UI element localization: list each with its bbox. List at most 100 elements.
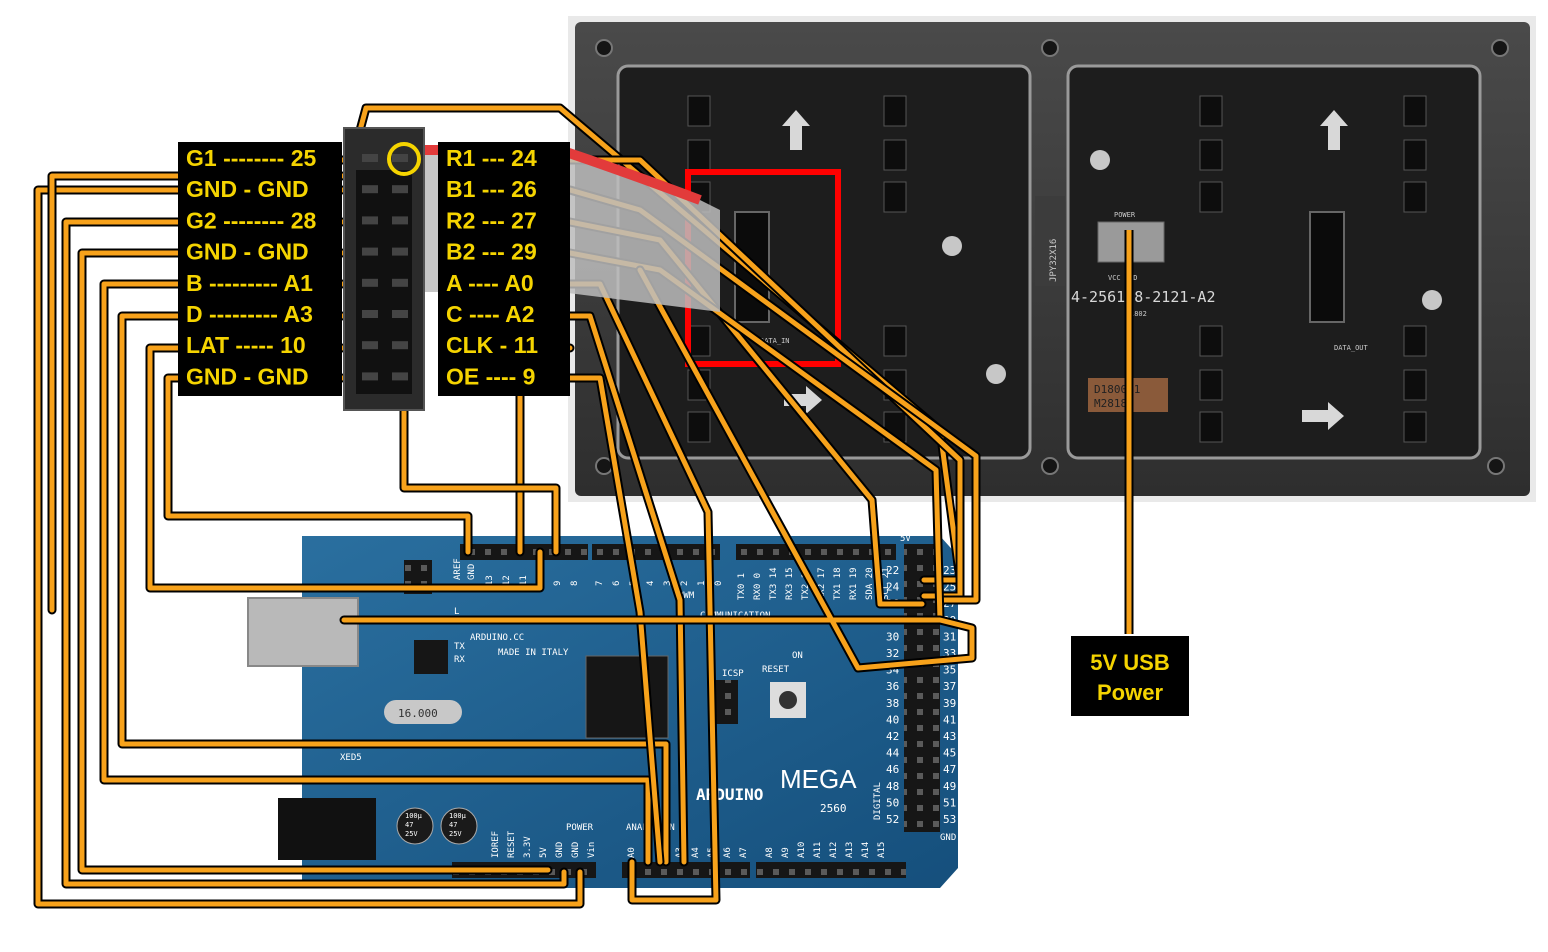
data-out-connector (1309, 211, 1345, 323)
right-pin-label: A ---- A0 (446, 270, 534, 296)
analog-pin-label: A14 (861, 842, 871, 858)
left-pin-label: GND - GND (186, 239, 309, 265)
digital-pin-label: 0 (714, 581, 724, 586)
comm-pin-label: RX2 17 (817, 567, 827, 600)
header-pin-label: 22 (886, 564, 899, 577)
usb-b-jack (247, 597, 359, 667)
connector-pin (392, 310, 408, 318)
right-pin-label: R1 --- 24 (446, 145, 537, 171)
panel-center-strip (1035, 196, 1065, 286)
connector-pin (362, 154, 378, 162)
header-pin-label: 35 (943, 664, 956, 677)
left-pin-label: GND - GND (186, 176, 309, 202)
power-pin-label: GND (555, 842, 565, 858)
arrow-up-icon (1320, 110, 1348, 150)
panel-window-right (1066, 64, 1482, 460)
capacitor-label: 25V (449, 830, 462, 838)
header-pin-label: 38 (886, 697, 899, 710)
comm-pin-label: SCL 21 (881, 567, 891, 600)
driver-chip (1403, 181, 1427, 213)
driver-chip (687, 95, 711, 127)
left-pin-label: GND - GND (186, 363, 309, 389)
comm-pin-label: RX0 0 (753, 573, 763, 600)
data-out-label: DATA_OUT (1334, 344, 1369, 352)
brand-label: ARDUINO (696, 785, 763, 804)
header-pin-label: 36 (886, 680, 899, 693)
header-pin-label: 45 (943, 747, 956, 760)
connector-pin (392, 278, 408, 287)
analog-pin-label: A11 (813, 842, 823, 858)
digital-pin-label: 13 (485, 575, 495, 586)
header-pin-label: 24 (886, 581, 900, 594)
analog-pin-label: A6 (723, 847, 733, 858)
digital-pin-label: 1 (697, 581, 707, 586)
connector-pin (392, 216, 408, 225)
driver-chip (1403, 139, 1427, 171)
icsp-header (714, 680, 738, 724)
driver-chip (1403, 95, 1427, 127)
driver-chip (883, 181, 907, 213)
power-pin-label: IOREF (491, 831, 501, 858)
header-pin-label: 52 (886, 813, 899, 826)
jumper-wire (567, 313, 687, 865)
communication-header (736, 544, 896, 560)
power-header-label: POWER (1114, 211, 1136, 219)
xed5-label: XED5 (340, 753, 362, 763)
capacitor-label: 47 (449, 821, 457, 829)
double-row-header (904, 544, 940, 832)
header-pin-label: 47 (943, 763, 956, 776)
driver-chip (1199, 95, 1223, 127)
driver-chip (1199, 411, 1223, 443)
digital-pin-label: 3 (663, 581, 673, 586)
data-in-label: DATA_IN (760, 337, 790, 345)
panel-arrows (782, 110, 1348, 430)
panel-part-number: 4-256128-2121-A2 (1071, 288, 1216, 306)
comm-pin-label: TX2 16 (801, 567, 811, 600)
gnd-top-label: GND (467, 564, 477, 580)
jumper-wire (35, 187, 583, 907)
pwm-label: PWM (678, 591, 695, 601)
connector-pin (392, 247, 408, 256)
analog-pin-label: A12 (829, 842, 839, 858)
driver-chip (687, 411, 711, 443)
connector-pin (362, 185, 378, 194)
rx-label: RX (454, 655, 465, 665)
header-pin-label: 43 (943, 730, 956, 743)
header-pin-label: 49 (943, 780, 956, 793)
digital-pin-label: 8 (570, 581, 580, 586)
comm-pin-label: SDA 20 (865, 567, 875, 600)
connector-pin (362, 278, 378, 287)
pin1-marker-icon (387, 142, 421, 176)
comm-pin-label: TX0 1 (737, 573, 747, 600)
digital-pin-label: 12 (502, 575, 512, 586)
made-in-label: MADE IN ITALY (498, 648, 569, 658)
capacitor-label: 25V (405, 830, 418, 838)
digital-header-low (592, 544, 720, 560)
digital-pin-label: 6 (612, 581, 622, 586)
usb-power-label-box (1071, 636, 1189, 716)
analog-header-high (756, 862, 906, 878)
l-led-label: L (454, 607, 459, 617)
reset-button-cap[interactable] (779, 691, 797, 709)
panel-capacitors (942, 150, 1442, 384)
digital-pin-label: 4 (646, 581, 656, 586)
jumper-wire (567, 375, 663, 865)
analog-pin-label: A10 (797, 842, 807, 858)
header-5v-label: 5V (900, 534, 911, 544)
driver-chip (883, 95, 907, 127)
power-pin-label: 3.3V (523, 836, 533, 858)
crystal-label: 16.000 (398, 707, 438, 720)
digital-section-label: DIGITAL (873, 782, 883, 820)
connector-pin (392, 185, 408, 194)
jumper-wire (401, 375, 559, 555)
digital-pin-label: 11 (519, 575, 529, 586)
panel-part-sub: 1802 (1130, 310, 1147, 318)
digital-pin-label: 7 (595, 581, 605, 586)
electrolytic-capacitor (396, 807, 434, 845)
left-pin-label: D --------- A3 (186, 301, 313, 327)
right-pin-label: C ---- A2 (446, 301, 535, 327)
right-pin-label: B1 --- 26 (446, 176, 537, 202)
header-pin-label: 37 (943, 680, 956, 693)
